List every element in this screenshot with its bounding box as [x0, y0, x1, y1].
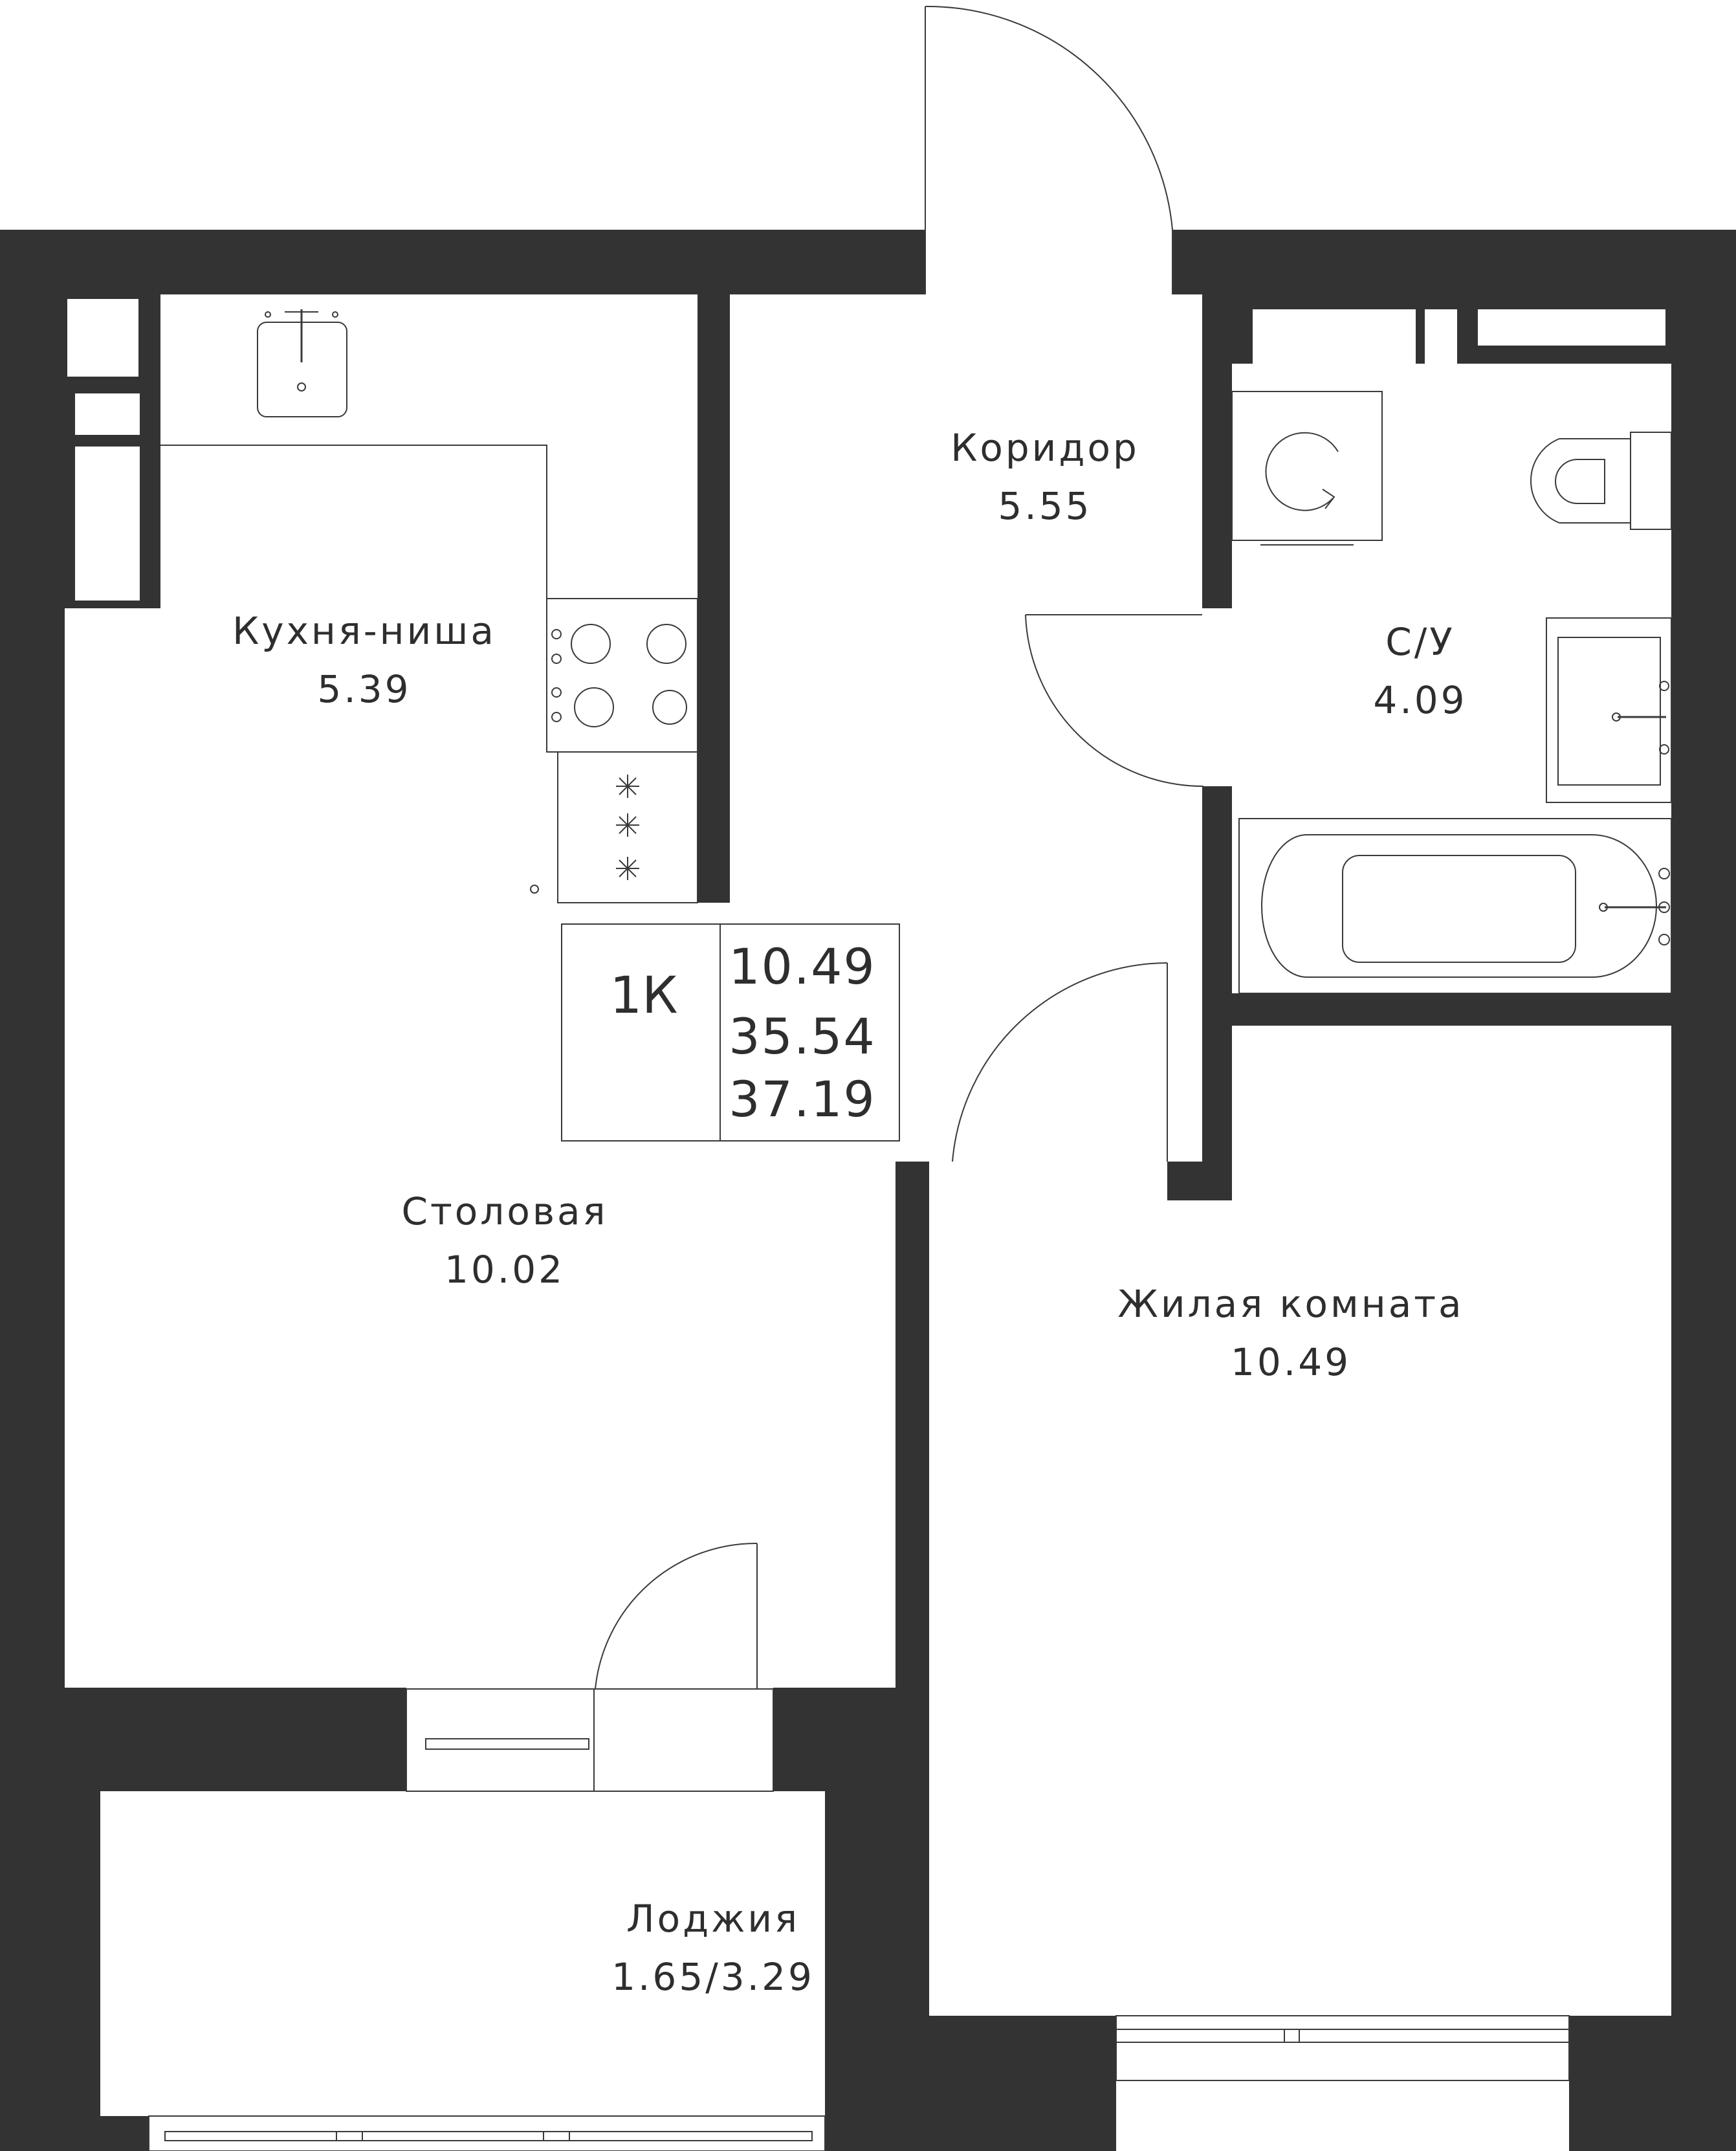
summary-frame — [561, 923, 900, 1142]
shaft-1 — [67, 299, 138, 377]
summary-box: 1К 10.49 35.54 37.19 — [561, 923, 900, 1142]
bathroom-area: 4.09 — [1373, 678, 1467, 722]
sink-icon — [257, 309, 347, 417]
door-swing-icon — [595, 1542, 758, 1690]
wall-kitchen-partition — [698, 285, 730, 903]
washbasin-icon — [1546, 617, 1672, 803]
wall-living-top-stub — [1167, 1162, 1232, 1200]
living-area: 10.49 — [1231, 1340, 1351, 1384]
loggia-floor — [100, 1791, 825, 2116]
wall-living-left — [895, 1162, 929, 2022]
wall-loggia-left — [0, 1688, 100, 2151]
door-swing-icon — [1025, 614, 1204, 787]
total-area-value: 35.54 — [729, 1008, 876, 1065]
wall-bottom-living — [809, 2016, 1116, 2151]
window-icon — [148, 2115, 826, 2151]
kitchen-floor-top — [160, 294, 698, 608]
wall-top-right — [1172, 230, 1736, 294]
doors — [406, 5, 1204, 1792]
door-swing-icon — [925, 5, 1173, 294]
loggia-name: Лоджия — [626, 1897, 800, 1941]
bathtub-icon — [1238, 818, 1672, 994]
living-name: Жилая комната — [1117, 1282, 1464, 1326]
wall-loggia-bottom-strip — [100, 2116, 149, 2151]
shafts — [67, 299, 1671, 601]
kitchen-fixtures — [160, 309, 698, 903]
shaft-5 — [1425, 309, 1457, 374]
shaft-6 — [1478, 309, 1665, 346]
total-area-with-loggia-value: 37.19 — [729, 1070, 876, 1128]
wall-left — [0, 230, 65, 1689]
toilet-icon — [1530, 432, 1672, 530]
wall-bottom-living-right — [1569, 2016, 1736, 2151]
apartment-type: 1К — [610, 967, 677, 1025]
loggia-area: 1.65/3.29 — [611, 1955, 815, 1999]
bath-top-clear — [1232, 364, 1671, 388]
living-floor — [929, 1200, 1671, 2016]
wall-bath-bottom — [1202, 993, 1736, 1026]
room-labels: Кухня-ниша 5.39 Коридор 5.55 С/У 4.09 Ст… — [232, 426, 1467, 1999]
dining-area: 10.02 — [445, 1248, 565, 1292]
wall-right — [1671, 230, 1736, 2151]
bathroom-fixtures — [1231, 391, 1672, 994]
living-area-value: 10.49 — [729, 938, 876, 995]
window-icon — [1115, 2015, 1570, 2081]
bathroom-name: С/У — [1385, 620, 1455, 664]
wall-top-left — [0, 230, 925, 294]
door-swing-icon — [952, 962, 1168, 1162]
shaft-3 — [75, 447, 140, 601]
washing-machine-icon — [1231, 391, 1383, 546]
kitchen-area: 5.39 — [317, 667, 411, 711]
shaft-4 — [1253, 309, 1416, 374]
corridor-name: Коридор — [950, 426, 1139, 470]
stove-icon — [546, 598, 698, 753]
shaft-2 — [75, 393, 140, 435]
dining-name: Столовая — [402, 1189, 608, 1233]
fridge-icon — [530, 751, 698, 903]
kitchen-name: Кухня-ниша — [232, 609, 496, 653]
corridor-area: 5.55 — [998, 484, 1092, 528]
